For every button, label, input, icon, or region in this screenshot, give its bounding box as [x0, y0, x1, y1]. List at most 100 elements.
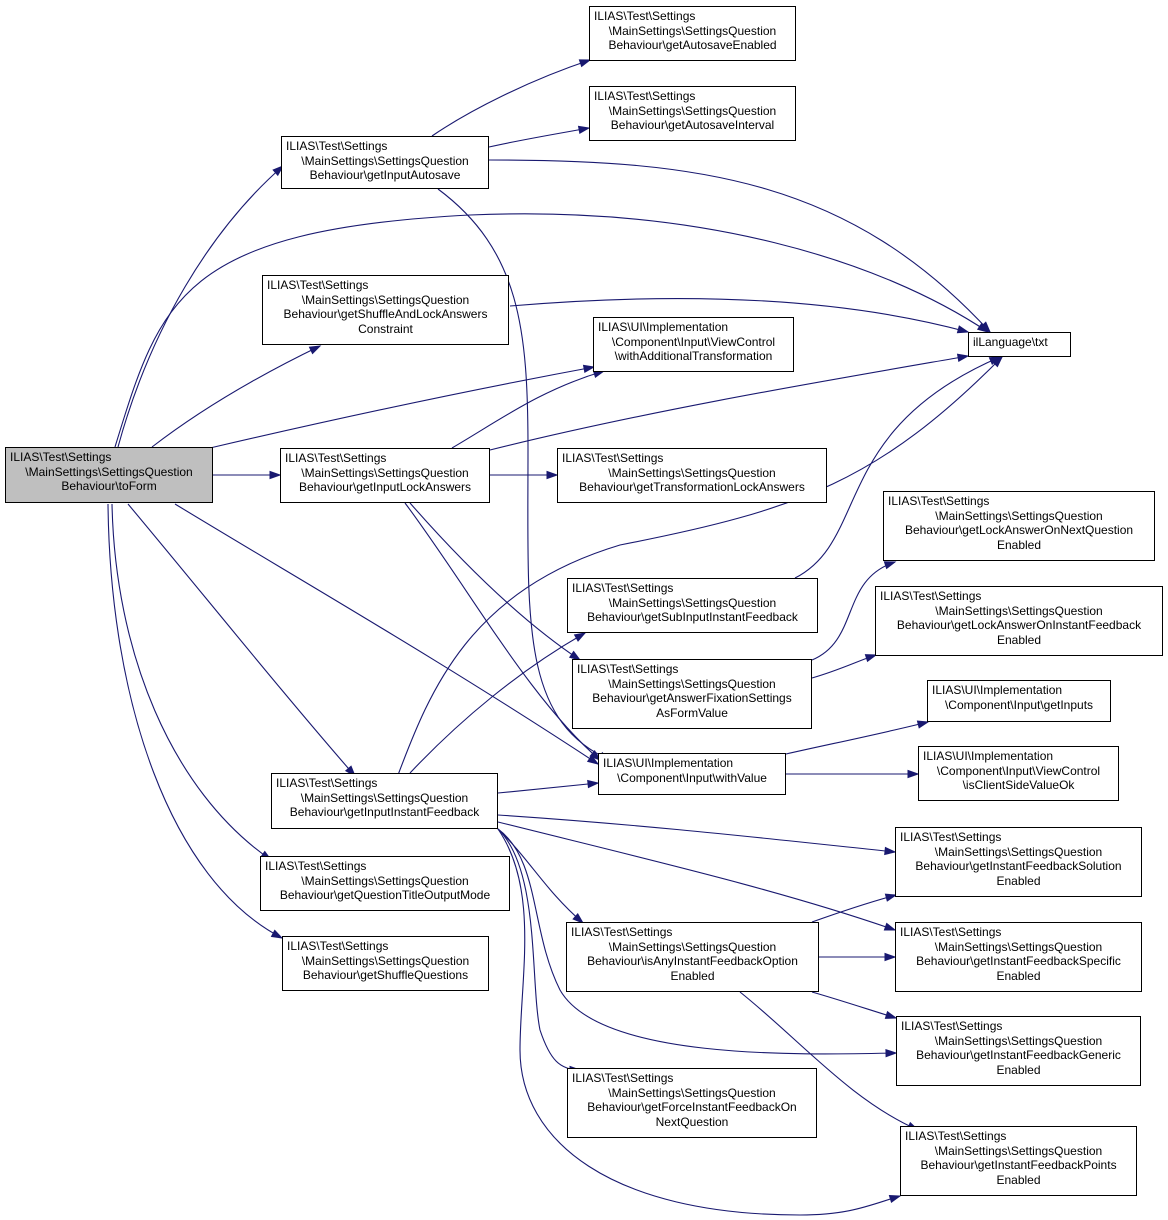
edge-arrowhead-27	[884, 846, 897, 856]
node-label-line: ILIAS\Test\Settings	[286, 139, 388, 153]
edge-arrowhead-18	[589, 749, 602, 761]
edge-arrowhead-16	[546, 470, 559, 480]
node-label-line: Enabled	[996, 968, 1041, 983]
node-get-shuffle-and-lock-answers-constraint[interactable]: ILIAS\Test\Settings\MainSettings\Setting…	[262, 275, 509, 345]
edge-32	[497, 828, 901, 1216]
node-get-input-lock-answers[interactable]: ILIAS\Test\Settings\MainSettings\Setting…	[280, 448, 490, 503]
edge-arrowhead-8	[270, 929, 284, 939]
node-get-instant-feedback-generic-enabled[interactable]: ILIAS\Test\Settings\MainSettings\Setting…	[896, 1016, 1141, 1086]
edge-13	[509, 297, 969, 333]
node-get-shuffle-questions[interactable]: ILIAS\Test\Settings\MainSettings\Setting…	[282, 936, 489, 991]
node-label-line: Behaviour\getSubInputInstantFeedback	[587, 610, 798, 625]
edge-arrowhead-5	[586, 754, 600, 765]
node-label-line: NextQuestion	[655, 1114, 729, 1129]
edge-8	[107, 503, 283, 939]
node-label-line: Behaviour\getInstantFeedbackGeneric	[916, 1048, 1121, 1063]
node-label-line: \MainSettings\SettingsQuestion	[300, 790, 469, 805]
node-with-value[interactable]: ILIAS\UI\Implementation\Component\Input\…	[598, 753, 786, 795]
node-label-line: Behaviour\getAutosaveInterval	[610, 118, 775, 133]
node-label-line: ILIAS\Test\Settings	[901, 1019, 1003, 1033]
node-label-line: ILIAS\Test\Settings	[572, 1071, 674, 1085]
node-is-client-side-value-ok[interactable]: ILIAS\UI\Implementation\Component\Input\…	[918, 746, 1119, 801]
edge-arrowhead-32	[888, 1194, 902, 1204]
node-label-line: \MainSettings\SettingsQuestion	[301, 153, 469, 168]
node-label-line: \MainSettings\SettingsQuestion	[608, 23, 777, 38]
node-get-input-instant-feedback[interactable]: ILIAS\Test\Settings\MainSettings\Setting…	[271, 773, 498, 829]
node-label-line: ILIAS\Test\Settings	[900, 830, 1002, 844]
node-get-instant-feedback-specific-enabled[interactable]: ILIAS\Test\Settings\MainSettings\Setting…	[895, 922, 1142, 992]
edge-arrowhead-26	[587, 779, 600, 789]
edge-arrowhead-22	[916, 720, 930, 729]
edge-arrowhead-23	[907, 769, 920, 779]
edge-arrowhead-4	[269, 470, 282, 480]
edge-17	[409, 502, 581, 661]
edge-arrowhead-29	[572, 912, 585, 924]
edge-arrowhead-34	[884, 952, 897, 962]
edge-20	[811, 561, 896, 661]
node-label-line: ILIAS\UI\Implementation	[923, 749, 1054, 763]
node-label-line: Enabled	[996, 632, 1042, 647]
node-label-line: AsFormValue	[656, 705, 728, 720]
node-label-line: ILIAS\Test\Settings	[267, 278, 369, 292]
node-label-line: \Component\Input\ViewControl	[611, 334, 776, 349]
edge-arrowhead-21	[864, 654, 878, 663]
node-label-line: ILIAS\Test\Settings	[285, 451, 387, 465]
node-label-line: Behaviour\getLockAnswerOnInstantFeedback	[896, 618, 1142, 633]
node-label-line: \isClientSideValueOk	[962, 778, 1075, 793]
edge-24	[397, 356, 1003, 776]
node-label-line: Enabled	[996, 1172, 1041, 1187]
node-label-line: Behaviour\getInstantFeedbackPoints	[920, 1158, 1117, 1173]
edge-arrowhead-33	[884, 893, 898, 902]
node-is-any-instant-feedback-option-enabled[interactable]: ILIAS\Test\Settings\MainSettings\Setting…	[566, 922, 819, 992]
edge-arrowhead-10	[577, 125, 591, 134]
edge-arrowhead-20	[883, 561, 897, 570]
edge-22	[785, 721, 929, 755]
node-label-line: Behaviour\isAnyInstantFeedbackOption	[587, 954, 798, 969]
node-label-line: ILIAS\Test\Settings	[880, 589, 982, 603]
node-get-instant-feedback-points-enabled[interactable]: ILIAS\Test\Settings\MainSettings\Setting…	[900, 1126, 1137, 1196]
edge-arrowhead-25	[573, 632, 587, 642]
edge-arrowhead-35	[884, 1010, 898, 1019]
node-get-inputs[interactable]: ILIAS\UI\Implementation\Component\Input\…	[927, 680, 1111, 722]
node-get-transformation-lock-answers[interactable]: ILIAS\Test\Settings\MainSettings\Setting…	[557, 448, 827, 503]
node-label-line: \Component\Input\ViewControl	[936, 763, 1101, 778]
node-label-line: ILIAS\Test\Settings	[571, 925, 673, 939]
node-get-force-instant-feedback-on-next-question[interactable]: ILIAS\Test\Settings\MainSettings\Setting…	[567, 1068, 817, 1138]
node-label-line: \MainSettings\SettingsQuestion	[25, 464, 193, 479]
edge-7	[111, 503, 272, 861]
node-get-instant-feedback-solution-enabled[interactable]: ILIAS\Test\Settings\MainSettings\Setting…	[895, 827, 1142, 897]
node-get-lock-answer-on-instant-feedback-enabled[interactable]: ILIAS\Test\Settings\MainSettings\Setting…	[875, 586, 1163, 656]
node-label-line: Behaviour\getTransformationLockAnswers	[579, 480, 805, 495]
edge-19	[794, 356, 1001, 579]
edge-9	[431, 59, 591, 137]
node-get-autosave-enabled[interactable]: ILIAS\Test\Settings\MainSettings\Setting…	[589, 6, 796, 61]
node-label-line: \MainSettings\SettingsQuestion	[935, 508, 1103, 523]
node-get-question-title-output-mode[interactable]: ILIAS\Test\Settings\MainSettings\Setting…	[260, 856, 510, 911]
node-label-line: \MainSettings\SettingsQuestion	[608, 103, 777, 118]
node-label-line: ILIAS\Test\Settings	[594, 89, 696, 103]
node-label-line: ILIAS\Test\Settings	[905, 1129, 1007, 1143]
edge-arrowhead-28	[883, 922, 897, 931]
node-label-line: \MainSettings\SettingsQuestion	[934, 1033, 1103, 1048]
node-label-line: Enabled	[996, 873, 1041, 888]
node-get-lock-answer-on-next-question-enabled[interactable]: ILIAS\Test\Settings\MainSettings\Setting…	[883, 491, 1155, 561]
node-label-line: ILIAS\Test\Settings	[577, 662, 679, 676]
node-with-additional-transformation[interactable]: ILIAS\UI\Implementation\Component\Input\…	[593, 317, 794, 372]
node-get-input-autosave[interactable]: ILIAS\Test\Settings\MainSettings\Setting…	[281, 136, 489, 189]
edge-0	[117, 165, 284, 448]
node-get-autosave-interval[interactable]: ILIAS\Test\Settings\MainSettings\Setting…	[589, 86, 796, 141]
node-to-form[interactable]: ILIAS\Test\Settings\MainSettings\Setting…	[5, 447, 213, 503]
node-label-line: Behaviour\getLockAnswerOnNextQuestion	[904, 523, 1134, 538]
edge-arrowhead-17	[568, 650, 582, 661]
node-label-line: \Component\Input\withValue	[617, 770, 767, 785]
node-label-line: ILIAS\Test\Settings	[276, 776, 378, 790]
node-label-line: \MainSettings\SettingsQuestion	[934, 844, 1103, 859]
edge-28	[497, 821, 896, 931]
edge-2	[209, 366, 595, 449]
node-il-language-txt[interactable]: ilLanguage\txt	[968, 332, 1071, 357]
node-get-sub-input-instant-feedback[interactable]: ILIAS\Test\Settings\MainSettings\Setting…	[567, 578, 818, 633]
node-get-answer-fixation-settings-as-form-value[interactable]: ILIAS\Test\Settings\MainSettings\Setting…	[572, 659, 812, 729]
edge-arrowhead-15	[956, 353, 970, 362]
edge-18	[404, 502, 601, 761]
